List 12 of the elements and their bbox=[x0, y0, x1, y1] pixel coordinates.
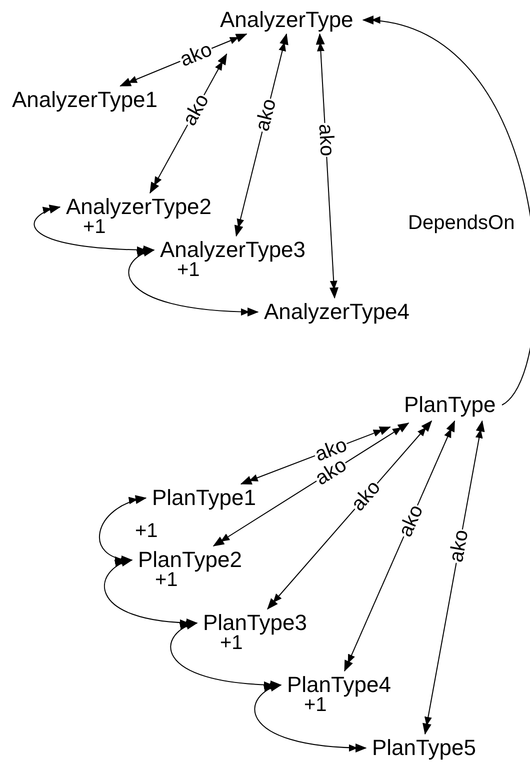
edge-label: DependsOn bbox=[407, 212, 516, 232]
node-label: PlanType1 bbox=[152, 486, 256, 510]
node-label: AnalyzerType2 bbox=[66, 195, 212, 219]
node-label: AnalyzerType1 bbox=[12, 88, 158, 112]
node-label: PlanType4 bbox=[287, 673, 391, 697]
node-label: PlanType5 bbox=[372, 736, 476, 760]
node-label: PlanType bbox=[404, 393, 496, 417]
node-label: PlanType2 bbox=[138, 548, 242, 572]
node-label: PlanType3 bbox=[203, 611, 307, 635]
node-label: AnalyzerType4 bbox=[264, 300, 410, 324]
node-label: AnalyzerType3 bbox=[160, 238, 306, 262]
node-label: AnalyzerType bbox=[220, 8, 354, 32]
